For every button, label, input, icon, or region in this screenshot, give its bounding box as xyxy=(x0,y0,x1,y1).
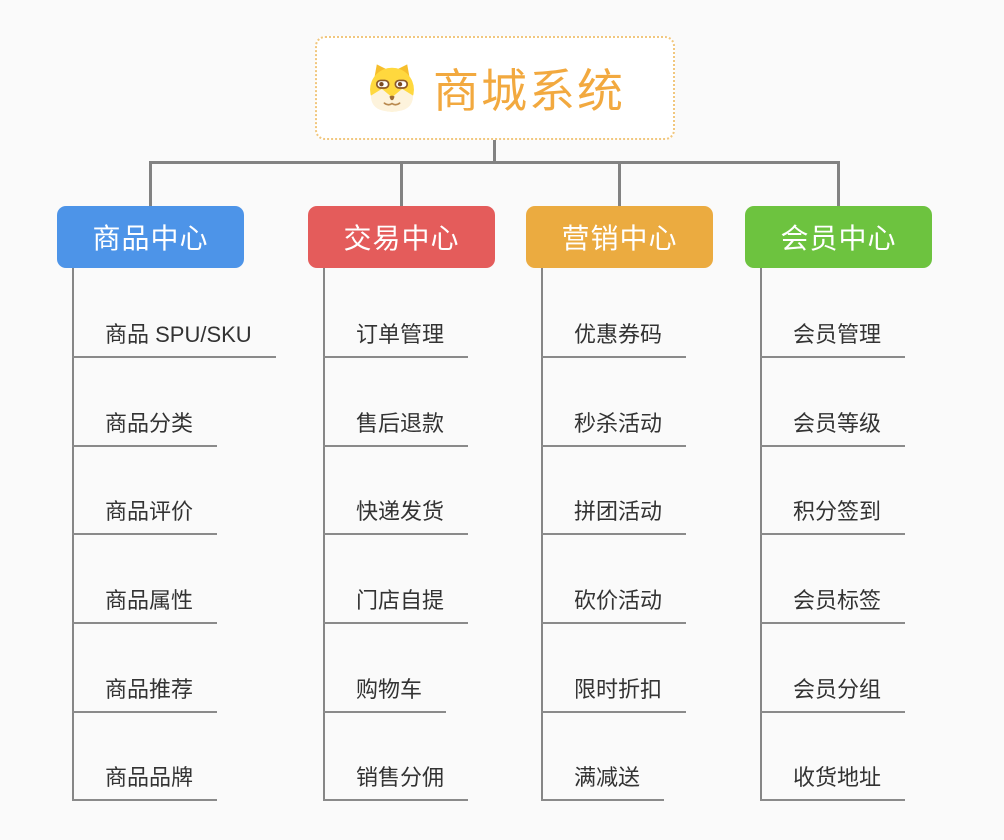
leaf-node[interactable]: 砍价活动 xyxy=(541,588,687,624)
leaf-node[interactable]: 收货地址 xyxy=(760,765,906,801)
leaf-node[interactable]: 门店自提 xyxy=(323,588,469,624)
leaf-node[interactable]: 商品品牌 xyxy=(72,765,218,801)
leaf-node[interactable]: 商品分类 xyxy=(72,411,218,447)
leaf-node[interactable]: 购物车 xyxy=(323,677,447,713)
category-label: 交易中心 xyxy=(343,223,460,254)
category-label: 营销中心 xyxy=(561,223,678,254)
leaf-node[interactable]: 快递发货 xyxy=(323,499,469,535)
leaf-node[interactable]: 限时折扣 xyxy=(541,677,687,713)
leaf-node[interactable]: 商品评价 xyxy=(72,499,218,535)
root-title: 商城系统 xyxy=(433,65,625,117)
connector-line xyxy=(618,161,621,206)
leaf-node[interactable]: 秒杀活动 xyxy=(541,411,687,447)
category-node-members[interactable]: 会员中心 xyxy=(745,206,932,268)
connector-line xyxy=(493,140,496,163)
category-label: 商品中心 xyxy=(92,223,209,254)
doge-icon xyxy=(370,64,414,112)
connector-line xyxy=(149,161,840,164)
leaf-node[interactable]: 满减送 xyxy=(541,765,665,801)
category-node-marketing[interactable]: 营销中心 xyxy=(526,206,713,268)
leaf-node[interactable]: 商品 SPU/SKU xyxy=(72,322,276,358)
leaf-node[interactable]: 优惠券码 xyxy=(541,322,687,358)
leaf-node[interactable]: 会员分组 xyxy=(760,677,906,713)
connector-line xyxy=(149,161,152,206)
connector-line xyxy=(400,161,403,206)
category-node-products[interactable]: 商品中心 xyxy=(57,206,244,268)
leaf-node[interactable]: 售后退款 xyxy=(323,411,469,447)
leaf-node[interactable]: 销售分佣 xyxy=(323,765,469,801)
connector-line xyxy=(837,161,840,206)
leaf-node[interactable]: 商品推荐 xyxy=(72,677,218,713)
category-node-trade[interactable]: 交易中心 xyxy=(308,206,495,268)
root-node[interactable]: 商城系统 xyxy=(315,36,675,140)
leaf-node[interactable]: 商品属性 xyxy=(72,588,218,624)
leaf-node[interactable]: 订单管理 xyxy=(323,322,469,358)
leaf-node[interactable]: 会员管理 xyxy=(760,322,906,358)
leaf-node[interactable]: 拼团活动 xyxy=(541,499,687,535)
leaf-node[interactable]: 积分签到 xyxy=(760,499,906,535)
category-label: 会员中心 xyxy=(780,223,897,254)
leaf-node[interactable]: 会员标签 xyxy=(760,588,906,624)
leaf-node[interactable]: 会员等级 xyxy=(760,411,906,447)
